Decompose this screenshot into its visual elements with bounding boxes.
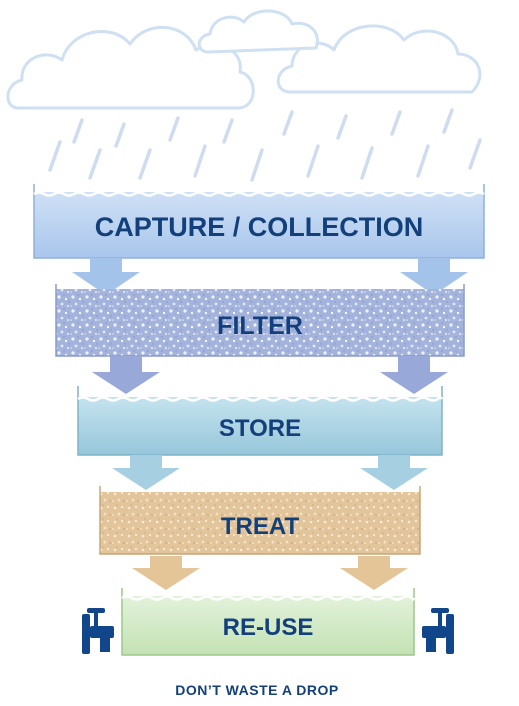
stage-treat: TREAT <box>99 486 421 555</box>
arrows-filter-to-store <box>92 356 448 394</box>
filter-tank-outline <box>55 284 465 357</box>
down-arrow-icon <box>132 556 200 590</box>
cloud-top <box>197 9 319 54</box>
reuse-wave <box>121 595 416 601</box>
capture-wave <box>33 191 485 197</box>
rain <box>48 108 482 182</box>
stage-label-treat: TREAT <box>221 513 300 540</box>
filter-tank <box>56 289 464 356</box>
arrows-capture-to-filter <box>72 258 468 295</box>
capture-tank <box>34 192 484 258</box>
down-arrow-icon <box>380 356 448 394</box>
faucet-right-icon <box>422 608 454 654</box>
stage-capture: CAPTURE / COLLECTION <box>33 184 485 259</box>
stage-filter: FILTER <box>55 284 465 357</box>
capture-tank-outline <box>33 184 485 259</box>
faucet-left-icon <box>82 608 114 654</box>
treat-tank-outline <box>99 486 421 555</box>
arrows-store-to-treat <box>112 455 428 490</box>
reuse-tank-outline <box>121 588 415 656</box>
stage-label-store: STORE <box>219 415 301 442</box>
stage-store: STORE <box>77 386 444 456</box>
store-tank <box>78 397 442 455</box>
down-arrow-icon <box>360 455 428 490</box>
stage-label-reuse: RE-USE <box>223 614 314 641</box>
down-arrow-icon <box>112 455 180 490</box>
store-tank-outline <box>77 386 443 456</box>
down-arrow-icon <box>400 258 468 295</box>
stage-label-filter: FILTER <box>217 312 303 340</box>
cloud-left <box>6 26 255 110</box>
treat-tank <box>100 492 420 554</box>
down-arrow-icon <box>92 356 160 394</box>
cloud-right <box>276 24 482 94</box>
stage-reuse: RE-USE <box>121 588 416 656</box>
stage-label-capture: CAPTURE / COLLECTION <box>95 212 424 242</box>
down-arrow-icon <box>72 258 140 295</box>
reuse-tank <box>122 596 414 655</box>
store-wave <box>77 396 444 402</box>
arrows-treat-to-reuse <box>132 556 408 590</box>
down-arrow-icon <box>340 556 408 590</box>
clouds <box>6 9 482 110</box>
tagline: DON’T WASTE A DROP <box>175 682 339 698</box>
